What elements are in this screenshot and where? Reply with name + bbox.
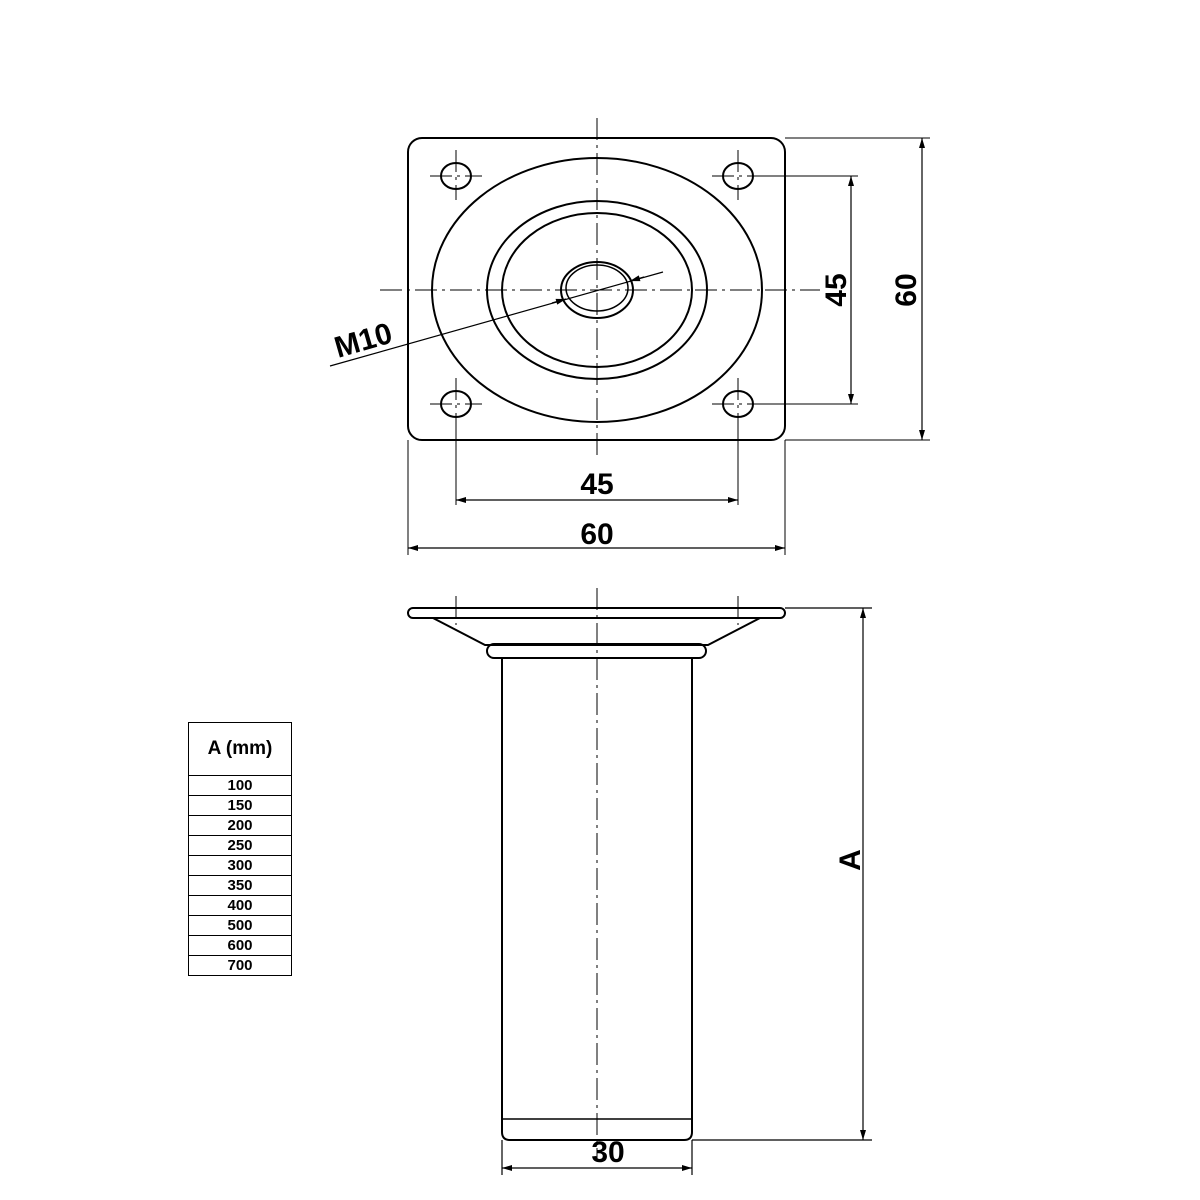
top-view-dimension-lines <box>329 138 925 551</box>
size-table-cell: 150 <box>188 795 292 816</box>
size-table-cell: 350 <box>188 875 292 896</box>
size-table-cell: 700 <box>188 955 292 976</box>
size-table-cell: 300 <box>188 855 292 876</box>
dim-tube-diameter: 30 <box>591 1136 624 1169</box>
side-view-center-lines <box>455 588 739 1160</box>
size-table-header: A (mm) <box>188 722 292 776</box>
top-view <box>407 137 786 441</box>
side-view-dimension-lines <box>501 607 872 1175</box>
dim-plate-width: 60 <box>580 518 613 551</box>
dim-height-label: A <box>834 849 867 871</box>
dim-hole-spacing-horizontal: 45 <box>580 468 613 501</box>
size-table-cell: 100 <box>188 775 292 796</box>
dim-plate-height: 60 <box>890 273 923 306</box>
top-view-extension-lines <box>407 137 930 555</box>
top-view-center-lines <box>380 118 820 460</box>
size-table-cell: 400 <box>188 895 292 916</box>
size-table-cell: 250 <box>188 835 292 856</box>
size-table-cell: 600 <box>188 935 292 956</box>
thread-leader-line <box>329 271 664 367</box>
size-table-cell: 500 <box>188 915 292 936</box>
size-table-cell: 200 <box>188 815 292 836</box>
size-table: A (mm) 100 150 200 250 300 350 400 500 6… <box>188 722 292 976</box>
thread-label: M10 <box>331 317 396 365</box>
dim-hole-spacing-vertical: 45 <box>820 273 853 306</box>
